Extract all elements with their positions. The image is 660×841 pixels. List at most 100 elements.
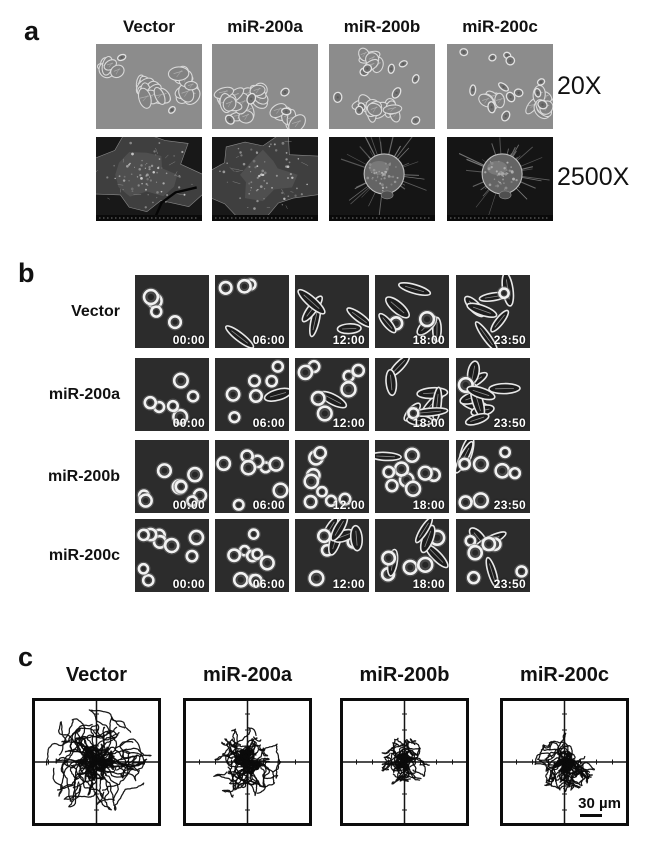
micrograph-20x-1	[212, 44, 318, 129]
timestamp-label: 23:50	[493, 333, 526, 347]
timelapse-frame-image	[295, 519, 369, 592]
scale-bar-label: 30 µm	[578, 795, 621, 812]
timestamp-label: 23:50	[493, 577, 526, 591]
timelapse-frame-image	[456, 275, 530, 348]
sem-image-spread-cell	[96, 137, 202, 221]
phase-contrast-image	[96, 44, 202, 129]
timelapse-frame: 23:50	[456, 275, 530, 348]
timelapse-frame-image	[295, 358, 369, 431]
timelapse-frame: 00:00	[135, 275, 209, 348]
track-plot-header-mir-200b: miR-200b	[359, 664, 450, 686]
micrograph-2500x-2	[329, 137, 435, 221]
timelapse-frame: 00:00	[135, 519, 209, 592]
timelapse-frame: 12:00	[295, 275, 369, 348]
timelapse-frame: 23:50	[456, 519, 530, 592]
timelapse-frame-image	[215, 519, 289, 592]
timelapse-frame: 18:00	[375, 358, 449, 431]
magnification-label-20x: 20X	[557, 72, 602, 100]
timelapse-frame: 23:50	[456, 440, 530, 513]
timelapse-frame-image	[295, 275, 369, 348]
track-plot-header-vector: Vector	[65, 664, 128, 686]
phase-contrast-image	[447, 44, 553, 129]
panel-b-label: b	[18, 258, 35, 288]
track-plot-header-mir-200c: miR-200c	[520, 664, 609, 686]
track-plot-vector	[32, 698, 161, 826]
timelapse-frame-image	[456, 440, 530, 513]
column-header-vector: Vector	[123, 17, 175, 36]
sem-image-rounded-cell	[447, 137, 553, 221]
row-label-mir-200a: miR-200a	[48, 385, 120, 403]
scale-bar: 30 µm	[578, 796, 621, 817]
row-label-mir-200c: miR-200c	[48, 546, 120, 564]
timestamp-label: 18:00	[412, 577, 445, 591]
timelapse-frame: 06:00	[215, 519, 289, 592]
panel-c-label: c	[18, 642, 34, 672]
micrograph-2500x-1	[212, 137, 318, 221]
timestamp-label: 06:00	[252, 416, 285, 430]
timestamp-label: 12:00	[332, 498, 365, 512]
timelapse-frame: 00:00	[135, 440, 209, 513]
timestamp-label: 18:00	[412, 333, 445, 347]
row-label-mir-200b: miR-200b	[47, 467, 120, 485]
timelapse-frame: 12:00	[295, 440, 369, 513]
column-header-mir-200a: miR-200a	[227, 17, 303, 36]
migration-track-plot	[35, 701, 158, 823]
timelapse-frame-image	[375, 440, 449, 513]
phase-contrast-image	[212, 44, 318, 129]
timelapse-frame: 00:00	[135, 358, 209, 431]
timelapse-frame-image	[375, 358, 449, 431]
migration-track-plot	[186, 701, 309, 823]
timelapse-frame-image	[135, 519, 209, 592]
track-plot-mir-200b	[340, 698, 469, 826]
sem-image-rounded-cell	[329, 137, 435, 221]
timelapse-frame: 18:00	[375, 275, 449, 348]
timelapse-frame: 06:00	[215, 440, 289, 513]
timestamp-label: 00:00	[172, 416, 205, 430]
timestamp-label: 23:50	[493, 498, 526, 512]
timelapse-frame: 06:00	[215, 275, 289, 348]
micrograph-2500x-0	[96, 137, 202, 221]
column-header-mir-200c: miR-200c	[462, 17, 538, 36]
timestamp-label: 23:50	[493, 416, 526, 430]
timelapse-frame-image	[215, 275, 289, 348]
timelapse-frame: 12:00	[295, 519, 369, 592]
sem-image-spread-cell	[212, 137, 318, 221]
row-label-vector: Vector	[71, 302, 120, 320]
timestamp-label: 06:00	[252, 333, 285, 347]
timelapse-frame-image	[375, 519, 449, 592]
micrograph-20x-0	[96, 44, 202, 129]
timestamp-label: 00:00	[172, 498, 205, 512]
track-plot-header-mir-200a: miR-200a	[203, 664, 292, 686]
timelapse-frame-image	[295, 440, 369, 513]
micrograph-20x-2	[329, 44, 435, 129]
timestamp-label: 00:00	[172, 333, 205, 347]
timelapse-frame: 06:00	[215, 358, 289, 431]
timelapse-frame-image	[215, 358, 289, 431]
timelapse-frame-image	[135, 275, 209, 348]
migration-track-plot	[343, 701, 466, 823]
timelapse-frame-image	[215, 440, 289, 513]
micrograph-20x-3	[447, 44, 553, 129]
phase-contrast-image	[329, 44, 435, 129]
timestamp-label: 12:00	[332, 577, 365, 591]
timelapse-frame-image	[456, 358, 530, 431]
timestamp-label: 12:00	[332, 333, 365, 347]
timelapse-frame-image	[375, 275, 449, 348]
timestamp-label: 06:00	[252, 498, 285, 512]
scale-bar-line	[580, 814, 603, 817]
track-plot-mir-200a	[183, 698, 312, 826]
magnification-label-2500x: 2500X	[557, 163, 630, 191]
timelapse-frame: 18:00	[375, 440, 449, 513]
timestamp-label: 18:00	[412, 416, 445, 430]
column-header-mir-200b: miR-200b	[343, 17, 421, 36]
timelapse-frame-image	[135, 358, 209, 431]
track-plot-mir-200c: 30 µm	[500, 698, 629, 826]
timelapse-frame: 23:50	[456, 358, 530, 431]
timestamp-label: 00:00	[172, 577, 205, 591]
migration-track-plot	[503, 701, 626, 823]
timelapse-frame: 12:00	[295, 358, 369, 431]
timestamp-label: 12:00	[332, 416, 365, 430]
timestamp-label: 18:00	[412, 498, 445, 512]
timelapse-frame-image	[456, 519, 530, 592]
